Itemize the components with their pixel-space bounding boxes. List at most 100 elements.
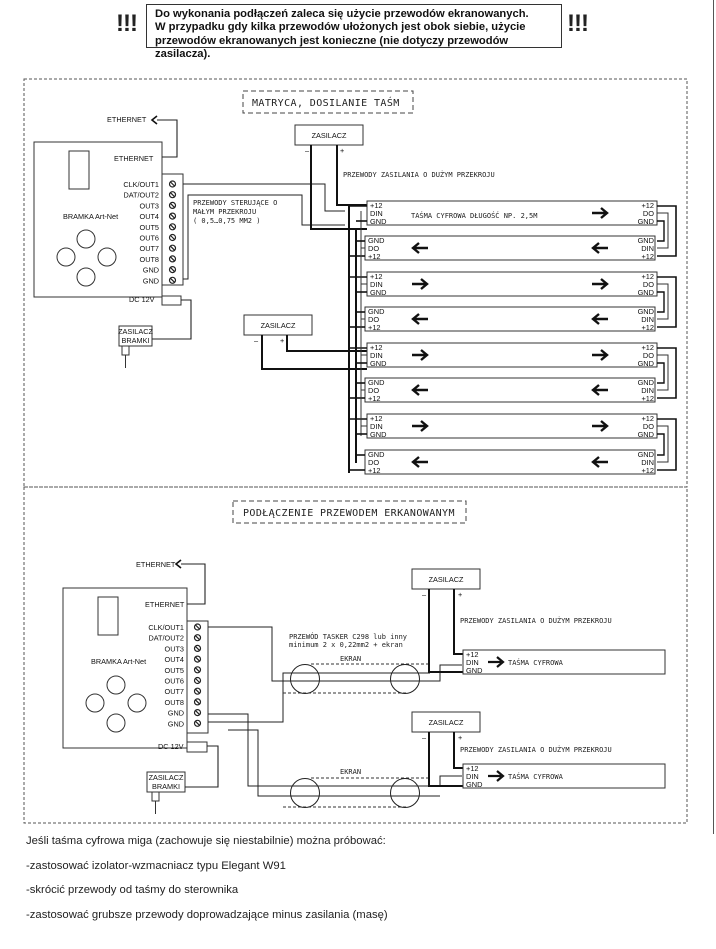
- controller-body: [33, 141, 163, 298]
- strip-pin-right: GND: [638, 217, 654, 226]
- loop-data: [657, 212, 669, 249]
- troubleshooting-notes: Jeśli taśma cyfrowa miga (zachowuje się …: [26, 835, 388, 934]
- button-left-icon: [56, 247, 76, 267]
- loop-gnd: [657, 291, 665, 313]
- arrow-left-icon: [150, 115, 158, 125]
- psu-label-2: ZASILACZ: [261, 321, 296, 330]
- strip-pin: GND: [466, 666, 482, 675]
- button-up-icon: [76, 229, 96, 249]
- strip-label: TAŚMA CYFROWA: [508, 658, 564, 667]
- strip-body: [366, 271, 658, 297]
- arrow-left-icon: [591, 384, 608, 396]
- strip-pin-right: DO: [643, 209, 654, 218]
- section-top: MATRYCA, DOSILANIE TAŚM ETHERNET BRAMKA …: [33, 90, 677, 475]
- gnd-line: [208, 672, 430, 723]
- terminal-label: OUT6: [165, 677, 184, 686]
- strip-pin-left: DIN: [370, 351, 383, 360]
- arrow-left-icon: [591, 456, 608, 468]
- terminal-label: OUT8: [165, 698, 184, 707]
- screw-terminal-icon: [193, 655, 202, 663]
- strip-pin-right: DO: [643, 280, 654, 289]
- strip-pin-right: +12: [641, 466, 654, 475]
- digital-strip-b1: +12 DIN GND TAŚMA CYFROWA: [462, 649, 666, 675]
- psu1-plus-wire: [336, 145, 367, 206]
- strip-pin-left: +12: [368, 252, 381, 261]
- power-note-b1: PRZEWODY ZASILANIA O DUŻYM PRZEKROJU: [460, 616, 612, 625]
- display-icon: [68, 150, 90, 190]
- gate-psu-label-2: BRAMKI: [122, 336, 150, 345]
- psu-box-b2: [411, 711, 481, 733]
- loop-data: [657, 283, 669, 320]
- dc-label: DC 12V: [158, 742, 184, 751]
- psu-minus-2: –: [254, 336, 259, 345]
- terminal-label: OUT4: [140, 212, 159, 221]
- strip-body: [364, 306, 656, 332]
- strip-pin: DIN: [466, 772, 479, 781]
- strip-pin-left: GND: [368, 307, 384, 316]
- screw-terminal-icon: [193, 719, 202, 727]
- loop-gnd: [657, 220, 665, 242]
- screw-terminal-icon: [193, 634, 202, 642]
- clk-line: [208, 713, 462, 787]
- loop-plus: [657, 205, 677, 257]
- arrow-right-icon: [592, 420, 609, 432]
- screw-terminal-icon: [193, 644, 202, 653]
- screw-terminal-icon: [168, 201, 177, 209]
- strip-pin-left: +12: [368, 466, 381, 475]
- screw-terminal-icon: [168, 255, 177, 263]
- psu-plus-b2: +: [458, 733, 462, 742]
- psu-plus-2: +: [280, 336, 284, 345]
- button-right-icon: [127, 693, 147, 713]
- psu-label-b2: ZASILACZ: [429, 718, 464, 727]
- screw-terminal-icon: [193, 708, 202, 717]
- strip-pin-right: DO: [643, 422, 654, 431]
- strip-pin-right: +12: [641, 394, 654, 403]
- screw-terminal-icon: [168, 233, 177, 242]
- ethernet-port-label: ETHERNET: [114, 154, 154, 163]
- arrow-right-icon: [412, 349, 429, 361]
- strip-pin-right: GND: [638, 236, 654, 245]
- strip-pin: +12: [466, 650, 479, 659]
- controller-name: BRAMKA Art-Net: [91, 657, 146, 666]
- cable-note-1: PRZEWÓD TASKER C298 lub inny: [289, 632, 407, 641]
- strip-pin-left: GND: [370, 359, 386, 368]
- arrow-left-icon: [411, 242, 428, 254]
- screw-terminal-icon: [168, 223, 177, 231]
- strip-pin-left: +12: [370, 272, 383, 281]
- terminal-label: GND: [168, 719, 184, 728]
- strip-pin-right: +12: [641, 343, 654, 352]
- button-down-icon: [106, 713, 126, 733]
- arrow-right-icon: [488, 770, 505, 782]
- cable-ring-left: [290, 664, 320, 694]
- loop-data: [657, 354, 669, 391]
- strip-pin-left: +12: [370, 414, 383, 423]
- strip-pin-right: GND: [638, 288, 654, 297]
- psu-b1-plus-wire: [453, 589, 463, 655]
- strip-pin-left: GND: [370, 288, 386, 297]
- notes-item-2: -skrócić przewody od taśmy do sterownika: [26, 884, 239, 896]
- strip-pin-left: DIN: [370, 280, 383, 289]
- arrow-right-icon: [592, 207, 609, 219]
- button-left-icon: [85, 693, 105, 713]
- dc-label: DC 12V: [129, 295, 155, 304]
- terminal-label: OUT7: [165, 687, 184, 696]
- strip-body: [364, 449, 656, 475]
- strip-label: TAŚMA CYFROWA: [508, 772, 564, 781]
- clk-wire: [183, 183, 345, 212]
- arrow-left-icon: [591, 242, 608, 254]
- dc-jack: [161, 295, 182, 306]
- loop-data: [657, 425, 669, 463]
- arrow-left-icon: [591, 313, 608, 325]
- strip-pin-left: DO: [368, 244, 379, 253]
- psu-box-b1: [411, 568, 481, 590]
- strip-body: [366, 342, 658, 368]
- strip-body: [364, 235, 656, 261]
- psu1-minus-wire: [310, 145, 367, 230]
- strip-label: TAŚMA CYFROWA DŁUGOŚĆ NP. 2,5M: [411, 211, 537, 220]
- gate-psu-label-1: ZASILACZ: [149, 773, 184, 782]
- psu-plus-b1: +: [458, 590, 462, 599]
